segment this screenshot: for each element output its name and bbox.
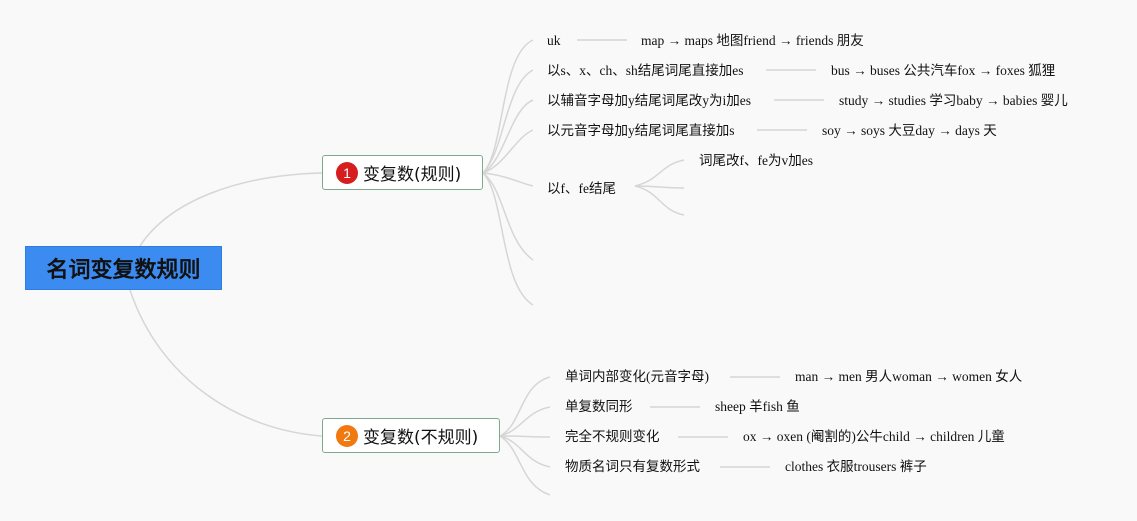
rule-irregular-3[interactable]: 完全不规则变化 xyxy=(565,429,660,444)
connector-b2-item3 xyxy=(499,435,551,438)
connector-b2-item1 xyxy=(499,376,551,437)
connector-b2-item2 xyxy=(499,406,551,437)
rule-regular-3[interactable]: 以辅音字母加y结尾词尾改y为i加es xyxy=(547,93,751,108)
connector-b1-item4 xyxy=(482,129,534,174)
rule-regular-5[interactable]: 以f、fe结尾 xyxy=(547,181,616,196)
sub-regular-5[interactable]: 词尾改f、fe为v加es xyxy=(699,153,813,168)
rule-irregular-2[interactable]: 单复数同形 xyxy=(565,399,633,414)
connector-b2-item4 xyxy=(499,435,551,468)
badge-number-2: 2 xyxy=(336,424,358,447)
branch-irregular[interactable]: 2 变复数(不规则) xyxy=(322,418,500,453)
rule-regular-4[interactable]: 以元音字母加y结尾词尾直接加s xyxy=(547,123,735,138)
connector-b1-item5 xyxy=(482,172,534,187)
connector-b1-item6 xyxy=(482,172,534,261)
example-regular-1[interactable]: map → maps 地图friend → friends 朋友 xyxy=(641,33,864,48)
branch-irregular-label: 变复数(不规则) xyxy=(363,428,479,448)
root-topic[interactable]: 名词变复数规则 xyxy=(25,246,222,290)
example-irregular-3[interactable]: ox → oxen (阉割的)公牛child → children 儿童 xyxy=(743,429,1005,444)
connector-b1-item3 xyxy=(482,99,534,174)
rule-irregular-1[interactable]: 单词内部变化(元音字母) xyxy=(565,369,709,384)
connector-root-branch2 xyxy=(129,289,323,437)
example-irregular-1[interactable]: man → men 男人woman → women 女人 xyxy=(795,369,1023,384)
rule-irregular-4[interactable]: 物质名词只有复数形式 xyxy=(565,459,700,474)
branch-regular[interactable]: 1 变复数(规则) xyxy=(322,155,483,190)
connector-root-branch1 xyxy=(139,172,323,247)
example-irregular-4[interactable]: clothes 衣服trousers 裤子 xyxy=(785,459,927,474)
badge-number-1: 1 xyxy=(336,161,358,184)
branch-regular-label: 变复数(规则) xyxy=(363,165,462,185)
example-irregular-2[interactable]: sheep 羊fish 鱼 xyxy=(715,399,800,414)
example-regular-4[interactable]: soy → soys 大豆day → days 天 xyxy=(822,123,997,138)
connector-b2-item5 xyxy=(499,435,551,496)
example-regular-3[interactable]: study → studies 学习baby → babies 婴儿 xyxy=(839,93,1068,108)
connector-b1-item1 xyxy=(482,39,534,174)
connector-b1-item7 xyxy=(482,172,534,306)
rule-regular-2[interactable]: 以s、x、ch、sh结尾词尾直接加es xyxy=(547,63,744,78)
example-regular-2[interactable]: bus → buses 公共汽车fox → foxes 狐狸 xyxy=(831,63,1056,78)
connector-b1-item2 xyxy=(482,69,534,174)
rule-regular-1[interactable]: uk xyxy=(547,33,561,48)
